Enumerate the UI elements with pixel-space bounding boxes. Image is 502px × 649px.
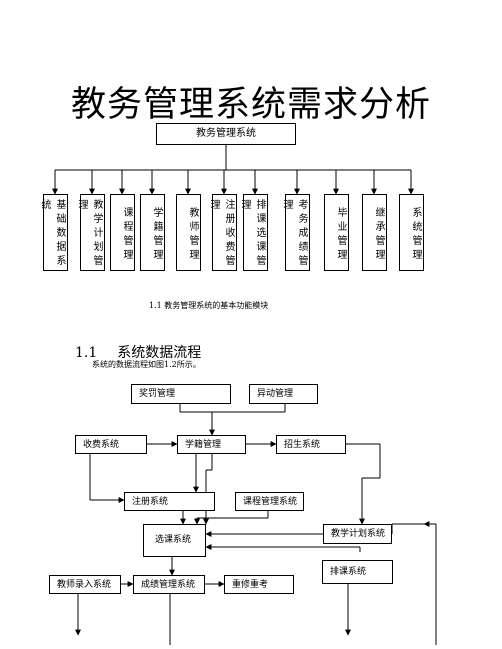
root-module-box: 教务管理系统 — [156, 123, 296, 145]
node-course-selection-system: 选课系统 — [143, 524, 206, 557]
module-teaching-plan: 教学计划管理 — [76, 194, 105, 271]
module-student-status: 学籍管理 — [140, 194, 165, 271]
module-course: 课程管理 — [110, 194, 135, 271]
module-graduation: 毕业管理 — [324, 194, 349, 271]
page-title: 教务管理系统需求分析 — [70, 85, 431, 125]
section-title: 系统数据流程 — [117, 345, 202, 361]
node-reward-management: 奖罚管理 — [131, 384, 231, 404]
module-inherit: 继承管理 — [362, 194, 387, 271]
node-status-management: 学籍管理 — [177, 435, 246, 454]
node-registration-system: 注册系统 — [124, 492, 215, 511]
module-register-fee: 注册收费管理 — [208, 194, 237, 271]
section-heading: 1.1 系统数据流程 — [75, 342, 201, 362]
node-teacher-input-system: 教师录入系统 — [49, 575, 121, 594]
node-change-management: 异动管理 — [249, 384, 318, 404]
figure-caption: 1.1 教务管理系统的基本功能模块 — [149, 301, 269, 310]
intro-text: 系统的数据流程如图1.2所示。 — [92, 360, 201, 369]
section-number: 1.1 — [75, 345, 98, 361]
node-teaching-plan-system: 教学计划系统 — [323, 524, 392, 544]
module-system: 系统管理 — [399, 194, 424, 271]
node-course-management-system: 课程管理系统 — [235, 492, 304, 511]
node-fee-system: 收费系统 — [75, 435, 147, 454]
module-schedule-select: 排课选课管理 — [239, 194, 268, 271]
module-exam-grade: 考务成绩管理 — [281, 194, 310, 271]
node-grade-management-system: 成绩管理系统 — [133, 575, 205, 594]
node-enrollment-system: 招生系统 — [276, 435, 346, 454]
node-retake-exam: 重修重考 — [224, 575, 294, 594]
node-scheduling-system: 排课系统 — [322, 560, 393, 584]
module-basic-data: 基础数据系统 — [39, 194, 68, 271]
